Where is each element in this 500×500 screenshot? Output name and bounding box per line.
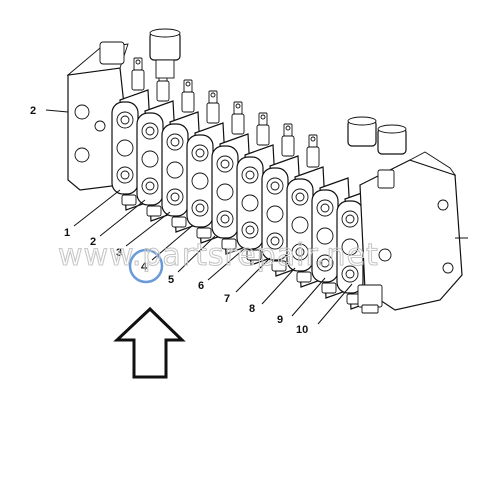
up-arrow-icon — [113, 306, 186, 379]
callout-6: 6 — [198, 280, 204, 292]
callout-4: 4 — [141, 261, 148, 273]
callout-4-highlight-circle — [128, 248, 164, 284]
solenoid-right-a — [347, 116, 377, 147]
callout-1: 1 — [64, 227, 70, 239]
callout-2: 2 — [90, 236, 96, 248]
valve-section-10 — [336, 188, 380, 310]
valve-sections — [111, 57, 380, 310]
callout-2-top: 2 — [30, 105, 36, 117]
callout-numbers: 2 1 2 3 4 5 6 7 8 9 10 — [30, 105, 308, 336]
end-plate-right — [357, 151, 468, 314]
watermark-text: www.partsrepair.net — [58, 238, 379, 273]
solenoid-left — [149, 28, 181, 79]
callout-8: 8 — [249, 303, 255, 315]
callout-3: 3 — [116, 247, 122, 259]
valve-section-1 — [111, 57, 155, 211]
callout-leader-lines — [45, 109, 353, 325]
solenoid-right-b — [377, 124, 407, 155]
callout-9: 9 — [277, 314, 283, 326]
callout-5: 5 — [168, 274, 174, 286]
callout-10: 10 — [296, 324, 308, 336]
callout-7: 7 — [224, 293, 230, 305]
